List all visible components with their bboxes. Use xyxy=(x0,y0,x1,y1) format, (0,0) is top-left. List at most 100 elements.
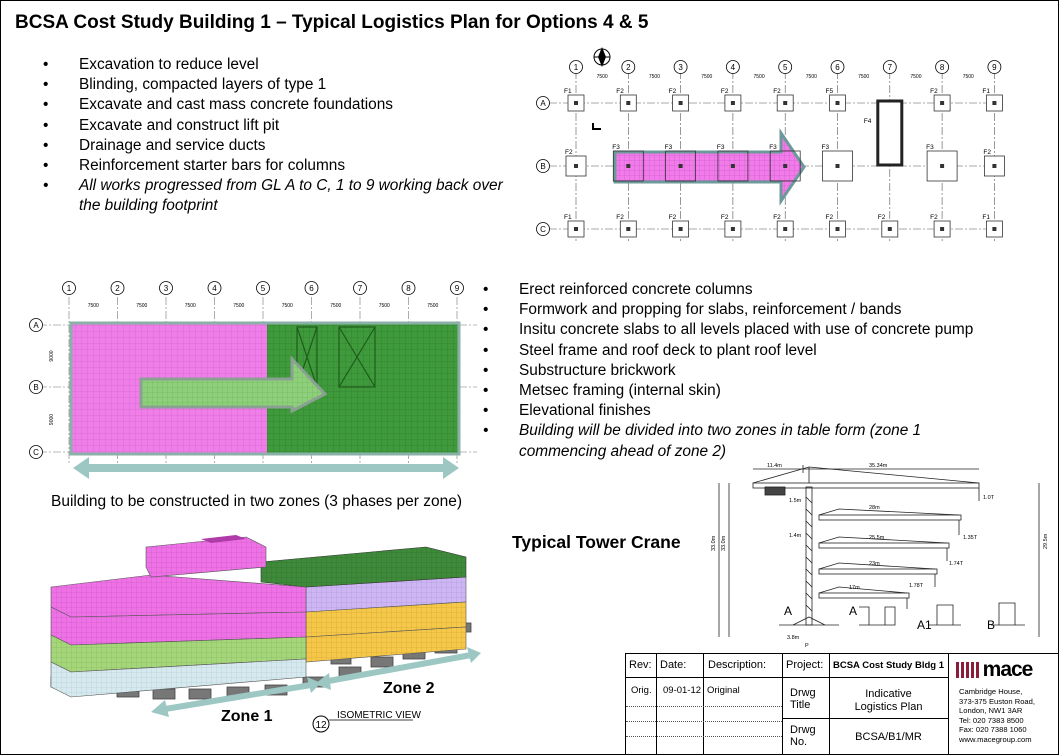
foundation-pad xyxy=(665,150,697,182)
list-item-note: All works progressed from GL A to C, 1 t… xyxy=(43,176,503,216)
zone-span-arrow xyxy=(73,457,459,479)
column-mark xyxy=(626,101,631,105)
grid-col-label: 7 xyxy=(358,284,363,293)
page-title: BCSA Cost Study Building 1 – Typical Log… xyxy=(15,12,649,33)
bay-dimension: 7500 xyxy=(282,303,293,309)
marker xyxy=(592,123,601,130)
pad-label: F3 xyxy=(769,144,777,151)
foundation-pad xyxy=(717,150,749,182)
column-mark xyxy=(835,227,840,231)
tower-crane-drawing: 11.4m 35.34m 1.5m 1.4m 28m 25.5m 23m 17m… xyxy=(711,463,1049,649)
column-mark xyxy=(992,164,997,168)
grid-col-label: 1 xyxy=(67,284,72,293)
pad-label: F2 xyxy=(669,88,677,95)
bay-dimension: 7500 xyxy=(649,74,660,80)
title-block: Rev: Date: Description: Project: BCSA Co… xyxy=(625,653,1058,754)
crane-base-width: 3.8m xyxy=(787,635,800,641)
list-item: Excavate and cast mass concrete foundati… xyxy=(43,95,503,115)
progress-arrow xyxy=(613,128,806,206)
pad-label: F2 xyxy=(565,149,573,156)
column-mark xyxy=(626,227,631,231)
description-value: Original xyxy=(707,685,740,696)
grid-row-label: A xyxy=(540,99,546,108)
grid-bubble xyxy=(29,445,43,459)
grid-row-label: A xyxy=(33,321,39,330)
crane-dim: 35.34m xyxy=(869,463,888,469)
crane-dim: 1.5m xyxy=(789,498,802,504)
view-number: 12 xyxy=(315,720,327,731)
crane-height: 33.0m xyxy=(721,535,727,551)
grid-bubble xyxy=(935,60,950,74)
list-item: Substructure brickwork xyxy=(483,361,973,381)
column-mark xyxy=(940,164,945,168)
crane-jib: 25.5m xyxy=(869,535,885,541)
column-mark xyxy=(887,227,892,231)
crane-jib: 17m xyxy=(849,585,860,591)
grid-col-label: 2 xyxy=(626,63,631,72)
column-mark xyxy=(992,227,997,231)
bay-dimension: 7500 xyxy=(910,74,921,80)
grid-bubble xyxy=(29,318,43,332)
zone-2-label: Zone 2 xyxy=(383,680,435,697)
column-mark xyxy=(940,101,945,105)
bay-dimension: 7500 xyxy=(379,303,390,309)
list-item: Steel frame and roof deck to plant roof … xyxy=(483,341,973,361)
column-mark xyxy=(678,164,683,168)
bay-dimension: 7500 xyxy=(858,74,869,80)
grid-bubble xyxy=(159,281,173,295)
bay-dimension: 7500 xyxy=(806,74,817,80)
column-mark xyxy=(730,101,735,105)
column-mark xyxy=(574,101,578,105)
lift-pit xyxy=(876,99,904,167)
grid-bubble xyxy=(304,281,319,295)
bay-dimension: 7500 xyxy=(753,74,764,80)
crane-dim: 1.4m xyxy=(789,533,802,539)
list-item: Formwork and propping for slabs, reinfor… xyxy=(483,300,973,320)
column-mark xyxy=(783,164,788,168)
pad-label: F3 xyxy=(926,144,934,151)
column-mark xyxy=(626,164,631,168)
crane-capacity: 1.35T xyxy=(963,535,978,541)
crane-jib: 23m xyxy=(869,561,880,567)
date-header: Date: xyxy=(660,659,687,671)
bay-dimension: 7500 xyxy=(88,303,99,309)
phase2-bullet-list: Erect reinforced concrete columns Formwo… xyxy=(483,280,973,462)
project-header: Project: xyxy=(786,659,824,671)
pad-label: F2 xyxy=(616,214,624,221)
company-address: Cambridge House, 373-375 Euston Road, Lo… xyxy=(959,687,1035,744)
grid-col-label: 1 xyxy=(574,63,579,72)
grid-bubble xyxy=(207,281,222,295)
foundation-plan: 1750027500375004750057500675007750087500… xyxy=(536,47,1005,241)
crane-height: 33.0m xyxy=(711,535,717,551)
date-value: 09-01-12 xyxy=(663,685,702,696)
list-item: Insitu concrete slabs to all levels plac… xyxy=(483,320,973,340)
grid-col-label: 9 xyxy=(455,284,460,293)
column-mark xyxy=(678,227,683,231)
pad-label: F3 xyxy=(717,144,725,151)
grid-col-label: 5 xyxy=(261,284,266,293)
crane-capacity: 1.74T xyxy=(949,561,964,567)
column-mark xyxy=(574,164,578,168)
pad-label: F2 xyxy=(983,149,991,156)
crane-foot: P xyxy=(805,643,809,649)
crane-jib: 28m xyxy=(869,505,880,511)
pad-label: F2 xyxy=(773,88,781,95)
grid-bubble xyxy=(778,60,793,74)
bay-dimension: 7500 xyxy=(963,74,974,80)
pad-label: F2 xyxy=(773,214,781,221)
view-label: ISOMETRIC VIEW xyxy=(337,710,421,721)
grid-col-label: 4 xyxy=(731,63,736,72)
bay-dimension: 7500 xyxy=(597,74,608,80)
list-item: Metsec framing (internal skin) xyxy=(483,381,973,401)
list-item-note: Building will be divided into two zones … xyxy=(483,421,973,461)
zone-plan: 1750027500375004750057500675007750087500… xyxy=(29,281,477,479)
pad-label: F2 xyxy=(878,214,886,221)
column-mark xyxy=(783,101,788,105)
phase1-bullet-list: Excavation to reduce level Blinding, com… xyxy=(43,55,503,217)
pad-label: F1 xyxy=(982,88,990,95)
grid-col-label: 7 xyxy=(888,63,893,72)
foundation-pad xyxy=(612,150,644,182)
grid-col-label: 8 xyxy=(940,63,945,72)
